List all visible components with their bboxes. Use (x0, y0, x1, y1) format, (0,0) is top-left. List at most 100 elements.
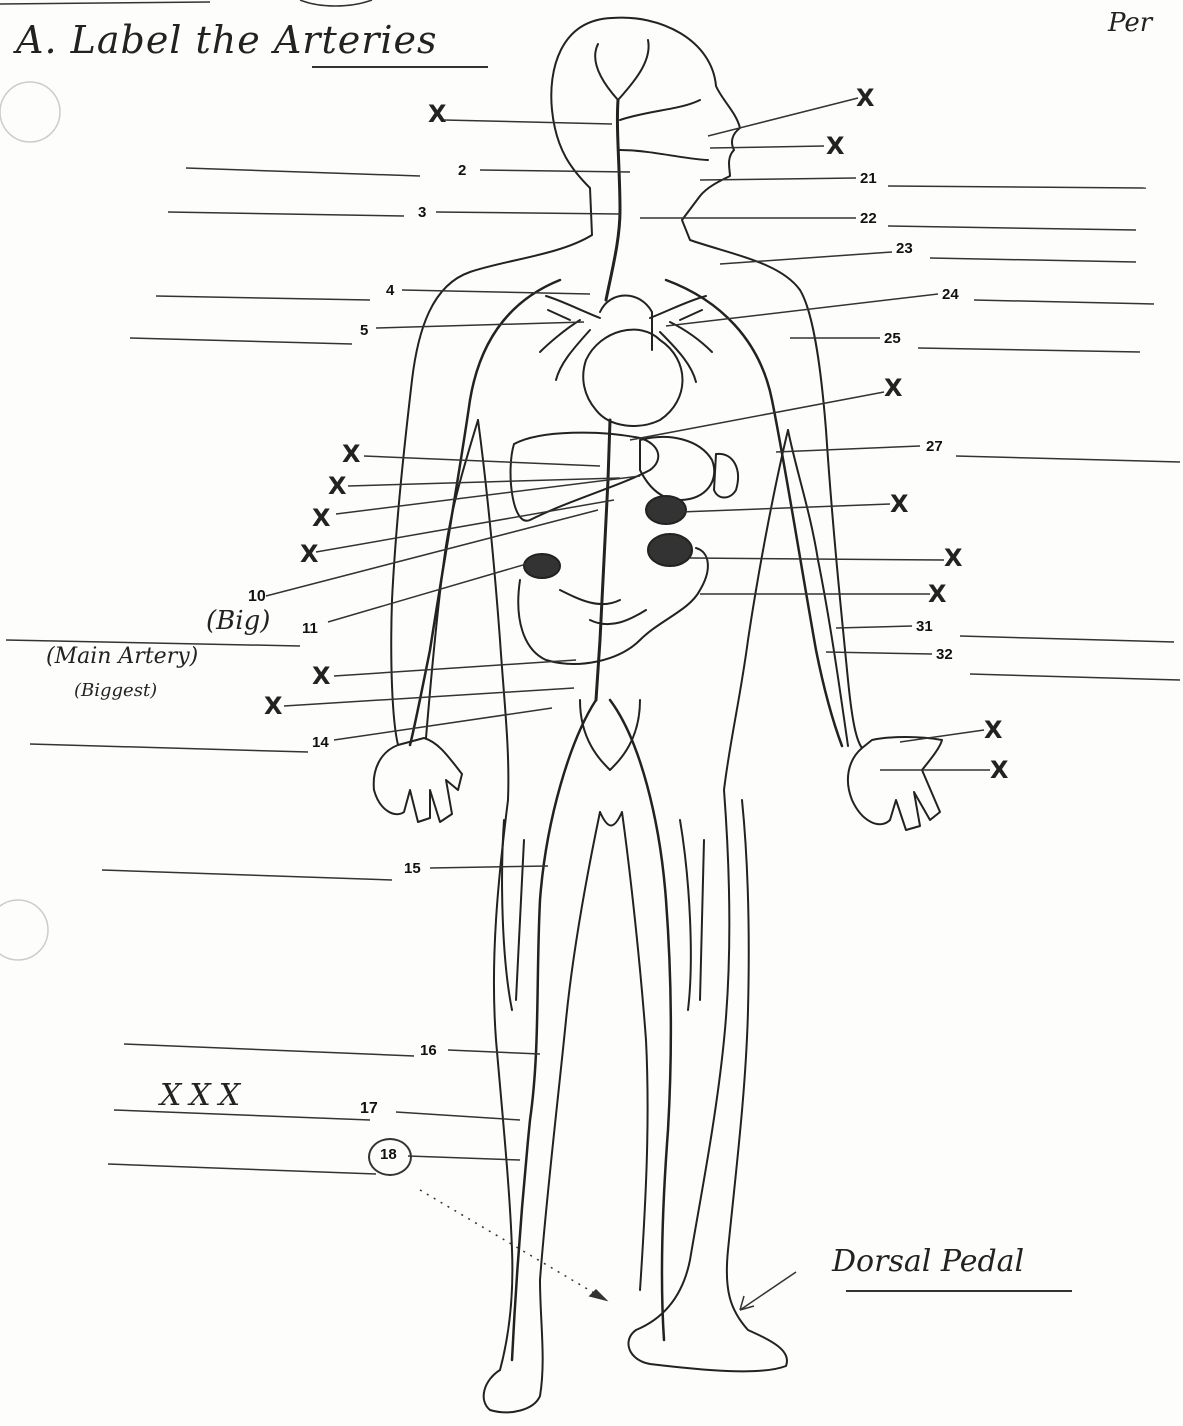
answer-line-22 (888, 226, 1136, 230)
answer-line-23 (930, 258, 1136, 262)
label-14: 14 (312, 734, 329, 751)
top-rule-arc (300, 0, 372, 6)
crossed-28: X (890, 490, 909, 518)
carotid-artery (606, 100, 620, 300)
answer-line-4 (156, 296, 370, 300)
inner-legs (600, 812, 648, 1290)
leader-12 (334, 660, 576, 676)
annotation-big: (Big) (206, 606, 270, 636)
leader-17 (396, 1112, 520, 1120)
leader-31 (836, 626, 912, 628)
answer-line-27 (956, 456, 1180, 462)
answer-line-5 (130, 338, 352, 344)
leader-4 (402, 290, 590, 294)
head-outline (391, 18, 612, 745)
leader-32 (826, 652, 932, 654)
torso-left (478, 420, 508, 800)
answer-line-3 (168, 212, 404, 216)
answer-line-14 (30, 744, 308, 752)
leader-18 (408, 1156, 520, 1160)
leader-2 (480, 170, 630, 172)
leader-24 (666, 294, 938, 326)
crossed-34: X (990, 756, 1009, 784)
dorsal-pedal-underline (846, 1290, 1072, 1292)
crossed-17: 17 (360, 1100, 378, 1118)
label-2: 2 (458, 162, 466, 179)
left-thigh-muscle (502, 820, 524, 1010)
crossed-30: X (928, 580, 947, 608)
answer-line-31 (960, 636, 1174, 642)
right-hand (848, 737, 942, 830)
crossed-9: X (300, 540, 319, 568)
hole-punch-bottom (0, 900, 48, 960)
label-25: 25 (884, 330, 901, 347)
heart (583, 330, 682, 426)
top-rule-left (0, 2, 210, 4)
annotation-main-artery: (Main Artery) (46, 644, 198, 669)
annotation-biggest: (Biggest) (74, 680, 157, 701)
label-31: 31 (916, 618, 933, 635)
crossed-29: X (944, 544, 963, 572)
right-leg-artery (610, 700, 671, 1340)
crossed-10: 10 (248, 588, 266, 606)
crossed-8: X (312, 504, 331, 532)
hole-punch-top (0, 82, 60, 142)
left-leg-artery (512, 700, 596, 1360)
aortic-arch (600, 296, 652, 351)
leader-19 (708, 98, 858, 136)
right-arm-artery (666, 280, 842, 746)
leader-20 (710, 146, 824, 148)
crossed-19: X (856, 84, 875, 112)
answer-line-24 (974, 300, 1154, 304)
answer-line-15 (102, 870, 392, 880)
answer-line-2 (186, 168, 420, 176)
left-forearm-inner (426, 420, 478, 738)
crossed-6: X (342, 440, 361, 468)
leader-29 (690, 558, 944, 560)
answer-line-32 (970, 674, 1180, 680)
right-leg-outer (628, 790, 787, 1371)
leader-3 (436, 212, 620, 214)
answer-line-25 (918, 348, 1140, 352)
leader-1 (444, 120, 612, 124)
answer-line-21 (888, 186, 1146, 188)
crossed-33: X (984, 716, 1003, 744)
label-21: 21 (860, 170, 877, 187)
leader-15 (430, 866, 548, 868)
crossed-20: X (826, 132, 845, 160)
spleen (714, 454, 738, 498)
right-kidney (648, 534, 692, 566)
label-24: 24 (942, 286, 959, 303)
head-branches (595, 40, 708, 160)
leader-16 (448, 1050, 540, 1054)
answer-line-18 (108, 1164, 376, 1174)
annotation-dorsal-pedal: Dorsal Pedal (832, 1244, 1024, 1279)
annotation-xxx: XXX (160, 1078, 248, 1113)
leader-5 (376, 322, 584, 328)
dorsal-pedal-arrow-line (740, 1272, 796, 1310)
crossed-13: X (264, 692, 283, 720)
left-kidney (646, 496, 686, 524)
leader-28 (680, 504, 890, 512)
label-5: 5 (360, 322, 368, 339)
leader-7 (348, 478, 620, 486)
label-32: 32 (936, 646, 953, 663)
crossed-7: X (328, 472, 347, 500)
label-22: 22 (860, 210, 877, 227)
label-3: 3 (418, 204, 426, 221)
label-18: 18 (380, 1146, 397, 1163)
label-27: 27 (926, 438, 943, 455)
crossed-12: X (312, 662, 331, 690)
left-hand (374, 738, 462, 822)
label-11: 11 (302, 620, 318, 637)
label-15: 15 (404, 860, 421, 877)
left-lung-vessels (540, 296, 600, 380)
leader-26 (630, 392, 884, 440)
label-16: 16 (420, 1042, 437, 1059)
leader-27 (776, 446, 920, 452)
face-outline (612, 18, 862, 748)
label-4: 4 (386, 282, 394, 299)
answer-line-16 (124, 1044, 414, 1056)
